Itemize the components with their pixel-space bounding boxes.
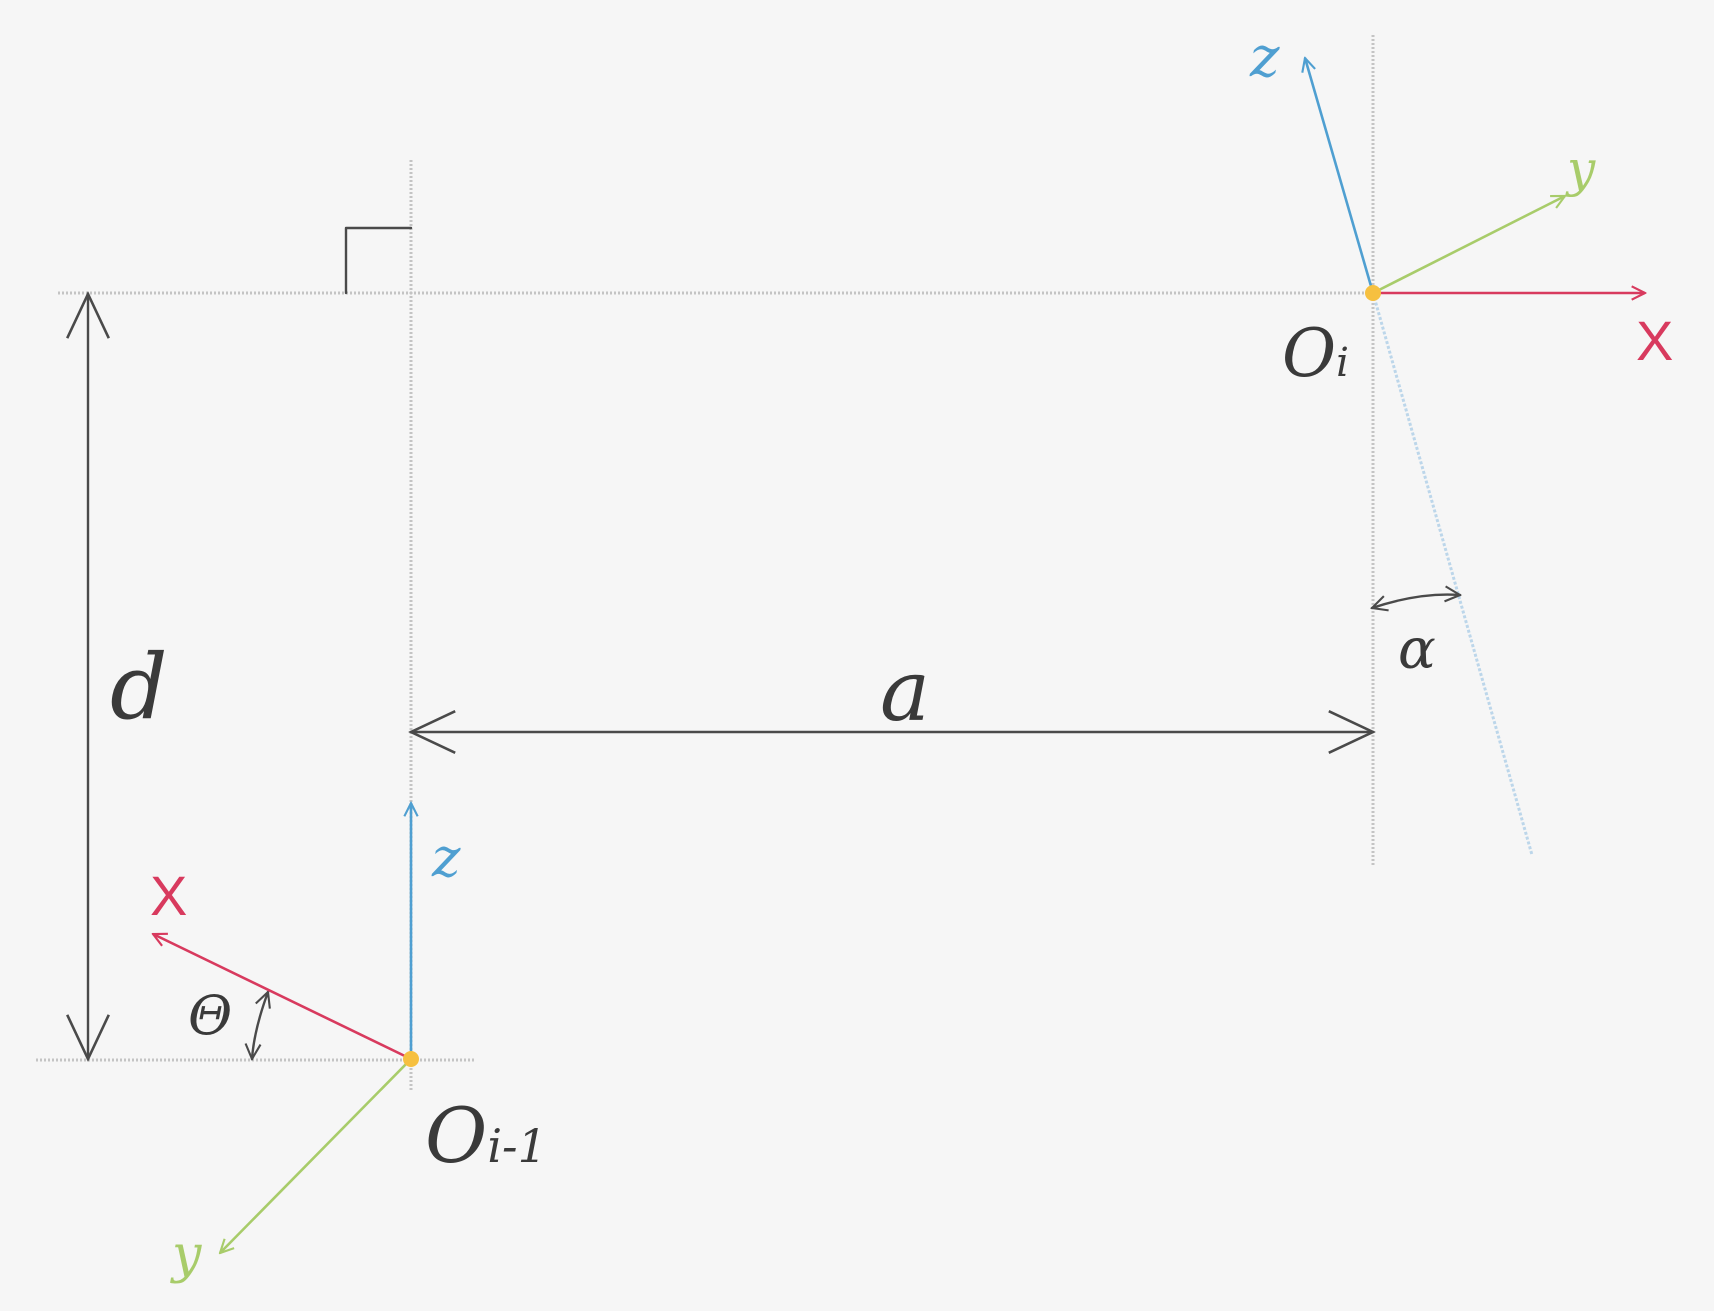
frame-i-1-z-label: z [431, 826, 461, 889]
frame-i-z-axis [1305, 58, 1375, 294]
origin-i-1-label: Oi-1 [425, 1091, 547, 1180]
origin-i-1-sub: i-1 [487, 1119, 547, 1173]
frame-i-1: z X y Oi-1 [150, 803, 547, 1285]
frame-i-y-axis [1372, 194, 1565, 295]
origin-i-1-main: O [425, 1091, 487, 1180]
frame-i-x-label: X [1636, 309, 1673, 372]
origin-i-main: O [1282, 315, 1336, 392]
frame-i-1-x-axis [153, 934, 412, 1061]
label-d: d [110, 635, 168, 740]
frame-i-z-label: z [1249, 25, 1280, 90]
origin-i-dot [1365, 285, 1381, 301]
alpha-angle-arc [1372, 595, 1460, 608]
origin-i-1-dot [403, 1051, 419, 1067]
theta-angle-arc [252, 992, 268, 1059]
origin-i-label: Oi [1282, 315, 1349, 392]
frame-i: z y X Oi [1249, 25, 1673, 392]
frame-i-1-y-axis [220, 1058, 412, 1253]
frame-i-y-label: y [1565, 140, 1596, 198]
frame-i-1-x-label: X [150, 864, 187, 927]
label-alpha: α [1398, 617, 1436, 682]
frame-i-1-y-label: y [170, 1225, 202, 1285]
right-angle-marker [344, 226, 413, 295]
label-a: a [880, 642, 930, 740]
z-projection-line [1371, 292, 1534, 856]
label-theta: Θ [188, 984, 232, 1047]
origin-i-sub: i [1336, 340, 1349, 386]
